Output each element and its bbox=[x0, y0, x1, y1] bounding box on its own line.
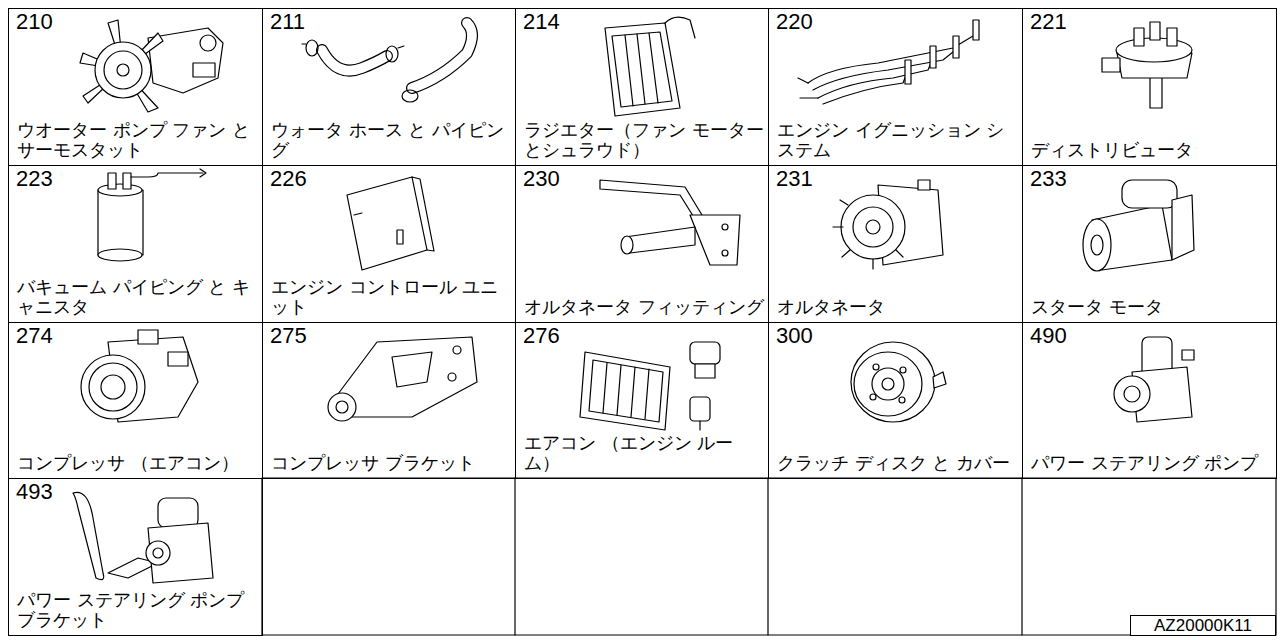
part-cell: 490 パワー ステアリング ポンプ bbox=[1022, 322, 1277, 479]
drawing-code-box: AZ20000K11 bbox=[1130, 615, 1276, 636]
part-cell: 223 バキューム パイピング と キャニスタ bbox=[8, 165, 263, 323]
part-number: 233 bbox=[1030, 167, 1067, 191]
part-label: ウォータ ホース と パイピング bbox=[271, 120, 511, 160]
part-cell: 210 ウオーター ポンプ ファン と サーモスタット bbox=[8, 8, 263, 166]
part-cell: 300 クラッチ ディスク と カバー bbox=[768, 322, 1023, 479]
compressor-bracket-drawing bbox=[328, 337, 477, 421]
part-cell: 220 エンジン イグニッション システム bbox=[768, 8, 1023, 166]
part-label: バキューム パイピング と キャニスタ bbox=[17, 277, 258, 317]
clutch-drawing bbox=[851, 342, 946, 422]
alternator-bracket-drawing bbox=[600, 180, 740, 265]
part-cell: 214 ラジエター（ファン モーター とシュラウド） bbox=[515, 8, 769, 166]
part-number: 274 bbox=[16, 324, 53, 348]
part-cell: 493 パワー ステアリング ポンプ ブラケット bbox=[8, 478, 263, 636]
part-number: 231 bbox=[776, 167, 813, 191]
distributor-drawing bbox=[1102, 22, 1192, 108]
part-label: ディストリビュータ bbox=[1031, 140, 1193, 160]
part-label: ウオーター ポンプ ファン と サーモスタット bbox=[17, 120, 258, 160]
part-label: スタータ モータ bbox=[1031, 297, 1163, 317]
part-label: コンプレッサ ブラケット bbox=[271, 453, 475, 473]
part-cell: 221 ディストリビュータ bbox=[1022, 8, 1277, 166]
part-label: エアコン （エンジン ルーム） bbox=[524, 433, 764, 473]
part-number: 276 bbox=[523, 324, 560, 348]
part-number: 230 bbox=[523, 167, 560, 191]
empty-cells bbox=[262, 478, 1276, 635]
radiator-drawing bbox=[605, 17, 695, 116]
ps-bracket-drawing bbox=[73, 492, 213, 583]
ignition-wire-drawing bbox=[798, 20, 979, 104]
starter-drawing bbox=[1083, 180, 1194, 271]
part-number: 220 bbox=[776, 10, 813, 34]
part-label: オルタネータ フィッティング bbox=[524, 297, 764, 317]
part-label: コンプレッサ （エアコン） bbox=[17, 453, 239, 473]
drawing-code: AZ20000K11 bbox=[1154, 616, 1252, 635]
part-label: オルタネータ bbox=[777, 297, 885, 317]
part-cell: 231 オルタネータ bbox=[768, 165, 1023, 323]
part-cell: 233 スタータ モータ bbox=[1022, 165, 1277, 323]
aircon-drawing bbox=[580, 342, 720, 430]
part-number: 300 bbox=[776, 324, 813, 348]
part-cell: 211 ウォータ ホース と パイピング bbox=[262, 8, 516, 166]
ecu-drawing bbox=[347, 177, 434, 270]
part-cell: 226 エンジン コントロール ユニット bbox=[262, 165, 516, 323]
canister-drawing bbox=[98, 169, 206, 261]
alternator-drawing bbox=[833, 180, 943, 269]
compressor-drawing bbox=[81, 330, 198, 422]
part-number: 490 bbox=[1030, 324, 1067, 348]
part-cell: 275 コンプレッサ ブラケット bbox=[262, 322, 516, 479]
part-label: エンジン コントロール ユニット bbox=[271, 277, 511, 317]
part-number: 275 bbox=[270, 324, 307, 348]
part-number: 214 bbox=[523, 10, 560, 34]
part-label: パワー ステアリング ポンプ bbox=[1031, 453, 1258, 473]
part-number: 211 bbox=[270, 10, 305, 34]
part-cell: 230 オルタネータ フィッティング bbox=[515, 165, 769, 323]
part-number: 210 bbox=[16, 10, 53, 34]
part-number: 223 bbox=[16, 167, 53, 191]
part-label: クラッチ ディスク と カバー bbox=[777, 453, 1010, 473]
part-number: 226 bbox=[270, 167, 307, 191]
part-label: パワー ステアリング ポンプ ブラケット bbox=[17, 590, 258, 630]
ps-pump-drawing bbox=[1114, 337, 1194, 422]
part-label: エンジン イグニッション システム bbox=[777, 120, 1018, 160]
part-number: 221 bbox=[1030, 10, 1067, 34]
part-cell: 274 コンプレッサ （エアコン） bbox=[8, 322, 263, 479]
part-number: 493 bbox=[16, 480, 53, 504]
part-label: ラジエター（ファン モーター とシュラウド） bbox=[524, 120, 764, 160]
water-hose-drawing bbox=[302, 23, 472, 102]
water-pump-drawing bbox=[80, 20, 223, 112]
part-cell: 276 エアコン （エンジン ルーム） bbox=[515, 322, 769, 479]
